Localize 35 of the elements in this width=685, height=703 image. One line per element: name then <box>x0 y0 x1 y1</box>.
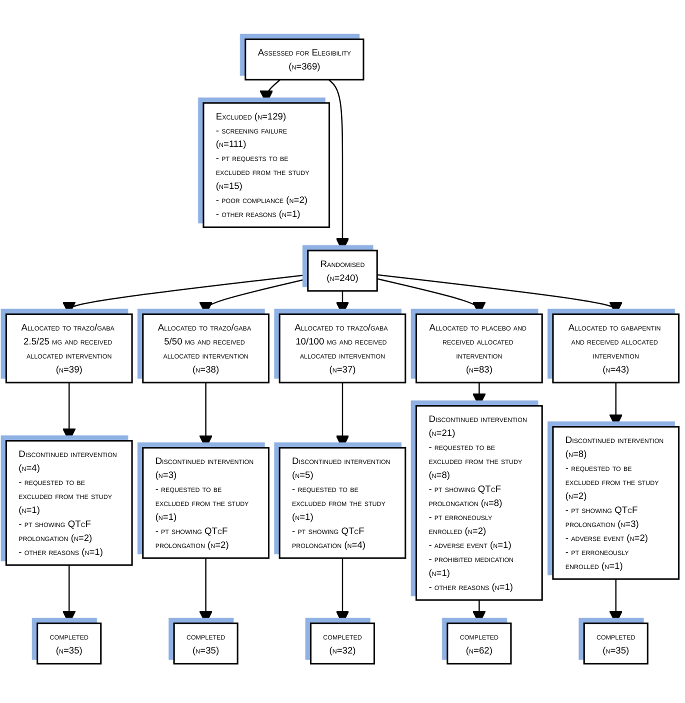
node-box: Discontinued intervention (n=4) - requested to be excluded from the study (n=1) - pt showing QTcF prolongation (n=2) - other reasons (n=1) <box>5 440 133 566</box>
arrow <box>609 579 623 624</box>
node-box: Allocated to gabapentin and received allocated intervention (n=43) <box>552 313 680 384</box>
arrow <box>62 274 308 315</box>
arrow <box>377 274 623 315</box>
node-box: Allocated to placebo and received allocated intervention (n=83) <box>416 313 543 384</box>
arrow <box>472 382 486 406</box>
node-box: Discontinued intervention (n=21) - requested to be excluded from the study (n=8) - pt showing QTcF prolongation (n=8) - pt erroneously enrolled (n=2) - adverse event (n=1) - prohibited medication (n=1) - other reasons (n=1) <box>416 405 543 601</box>
node-box: completed (n=35) <box>173 622 238 664</box>
node-box: Discontinued intervention (n=8) - requested to be excluded from the study (n=2) - pt showing QTcF prolongation (n=3) - adverse event (n=2) - pt erroneously enrolled (n=1) <box>552 426 680 580</box>
arrow <box>328 79 350 252</box>
arrow <box>336 382 350 448</box>
node-box: Randomised (n=240) <box>307 250 378 292</box>
arrow <box>198 558 213 624</box>
node-box: Assessed for Elegibility (n=369) <box>244 38 364 80</box>
arrow <box>260 79 281 104</box>
arrow <box>472 600 486 624</box>
node-box: completed (n=35) <box>583 622 648 664</box>
arrow <box>376 278 486 315</box>
node-box: Excluded (n=129) - screening failure (n=111) - pt requests to be excluded from the study (n=15) - poor compliance (n=2) - other reasons (n=1) <box>202 102 330 228</box>
arrow <box>336 290 350 315</box>
node-box: completed (n=62) <box>446 622 512 664</box>
node-box: completed (n=35) <box>36 622 102 664</box>
node-box: Allocated to trazo/gaba 10/100 mg and received allocated intervention (n=37) <box>278 313 406 384</box>
arrow <box>62 382 76 442</box>
node-box: Allocated to trazo/gaba 5/50 mg and received allocated intervention (n=38) <box>142 313 270 384</box>
node-box: Discontinued intervention (n=5) - requested to be excluded from the study (n=1) - pt showing QTcF prolongation (n=4) <box>278 447 406 559</box>
arrow <box>336 558 350 624</box>
arrow <box>609 382 623 428</box>
node-box: Discontinued intervention (n=3) - requested to be excluded from the study (n=1) - pt showing QTcF prolongation (n=2) <box>142 447 270 559</box>
node-box: completed (n=32) <box>310 622 376 664</box>
arrow <box>198 278 308 315</box>
node-box: Allocated to trazo/gaba 2.5/25 mg and received allocated intervention (n=39) <box>5 313 133 384</box>
arrow <box>198 382 213 448</box>
arrow <box>62 565 76 624</box>
